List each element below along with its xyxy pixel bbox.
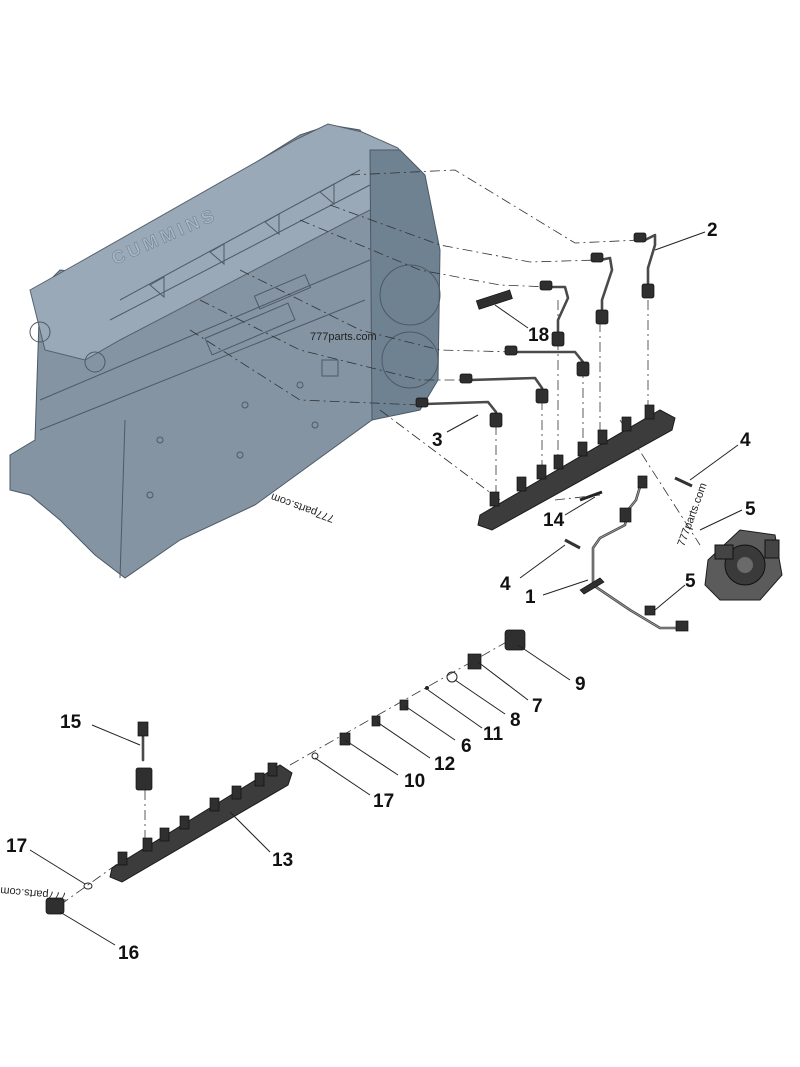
callout-17-left: 17 (6, 836, 27, 857)
injector-fuel-lines (415, 232, 657, 428)
callout-6: 6 (461, 736, 472, 757)
callout-14: 14 (543, 510, 565, 531)
watermark: 777parts.com (676, 481, 710, 548)
callout-16: 16 (118, 943, 139, 964)
fuel-rail-assembled (475, 289, 693, 550)
engine-block: CUMMINS (9, 123, 441, 579)
callout-3: 3 (432, 430, 443, 451)
watermark: 777parts.com (0, 884, 67, 902)
callout-17-right: 17 (373, 791, 394, 812)
spacer-part-18 (475, 289, 513, 310)
callout-12: 12 (434, 754, 455, 775)
supply-line-and-pump (579, 475, 783, 632)
callout-5-upper: 5 (745, 499, 756, 520)
callout-18: 18 (528, 325, 549, 346)
fuel-rail-exploded (45, 629, 526, 915)
callout-13: 13 (272, 850, 293, 871)
watermark: 777parts.com (269, 490, 336, 524)
callout-4-upper: 4 (740, 430, 751, 451)
leader-lines (29, 231, 743, 946)
callout-4-lower: 4 (500, 574, 511, 595)
callout-1: 1 (525, 587, 536, 608)
callout-2: 2 (707, 220, 718, 241)
callout-7: 7 (532, 696, 543, 717)
callout-15: 15 (60, 712, 82, 733)
callout-5-lower: 5 (685, 571, 696, 592)
callouts: 1 2 3 4 4 5 5 6 7 8 9 10 11 12 13 14 15 … (6, 220, 756, 964)
callout-8: 8 (510, 710, 521, 731)
watermark: 777parts.com (310, 331, 377, 343)
pin-part-14 (579, 490, 603, 502)
callout-11: 11 (483, 724, 504, 745)
callout-9: 9 (575, 674, 586, 695)
callout-10: 10 (404, 771, 425, 792)
high-pressure-pump (704, 529, 783, 601)
